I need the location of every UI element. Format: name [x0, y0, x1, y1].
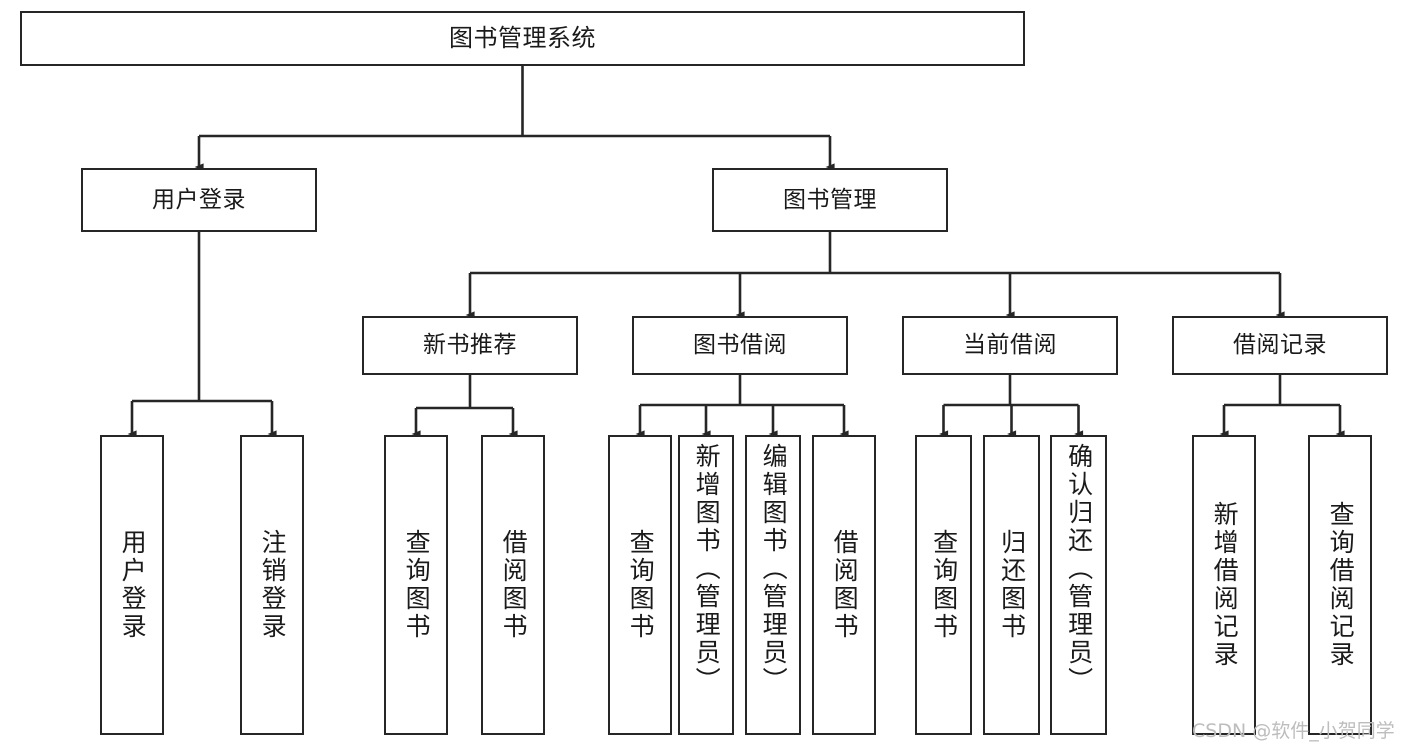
node-label: 图书管理	[783, 186, 877, 213]
node-label: 新增借阅记录	[1210, 501, 1240, 669]
node-label: 新增图书（管理员）	[692, 443, 722, 695]
node-book-manage[interactable]: 图书管理	[712, 168, 948, 232]
node-leaf-borrow-book-2[interactable]: 借阅图书	[812, 435, 876, 735]
node-new-book-rec[interactable]: 新书推荐	[362, 316, 578, 375]
node-label: 借阅图书	[499, 529, 529, 641]
node-label: 查询图书	[929, 529, 959, 641]
node-current-borrow[interactable]: 当前借阅	[902, 316, 1118, 375]
node-user-login[interactable]: 用户登录	[81, 168, 317, 232]
node-leaf-query-book-1[interactable]: 查询图书	[384, 435, 448, 735]
node-leaf-query-book-2[interactable]: 查询图书	[608, 435, 672, 735]
node-label: 归还图书	[997, 529, 1027, 641]
node-leaf-edit-book[interactable]: 编辑图书（管理员）	[745, 435, 801, 735]
node-leaf-user-login[interactable]: 用户登录	[100, 435, 164, 735]
node-label: 图书借阅	[693, 332, 787, 359]
node-label: 借阅记录	[1233, 332, 1327, 359]
node-label: 用户登录	[118, 529, 148, 641]
node-label: 当前借阅	[963, 332, 1057, 359]
node-label: 图书管理系统	[449, 23, 596, 52]
node-label: 查询图书	[402, 529, 432, 641]
node-leaf-query-record[interactable]: 查询借阅记录	[1308, 435, 1372, 735]
node-label: 查询借阅记录	[1326, 501, 1356, 669]
node-label: 借阅图书	[830, 529, 860, 641]
node-label: 编辑图书（管理员）	[759, 443, 789, 695]
node-leaf-add-record[interactable]: 新增借阅记录	[1192, 435, 1256, 735]
node-label: 确认归还（管理员）	[1064, 443, 1094, 695]
node-leaf-add-book[interactable]: 新增图书（管理员）	[678, 435, 734, 735]
node-label: 查询图书	[626, 529, 656, 641]
node-borrow-record[interactable]: 借阅记录	[1172, 316, 1388, 375]
node-leaf-confirm-return[interactable]: 确认归还（管理员）	[1050, 435, 1107, 735]
node-book-borrow[interactable]: 图书借阅	[632, 316, 848, 375]
node-leaf-return-book[interactable]: 归还图书	[983, 435, 1040, 735]
node-label: 用户登录	[152, 186, 246, 213]
node-label: 注销登录	[258, 529, 288, 641]
watermark: CSDN @软件_小贺同学	[1192, 720, 1395, 742]
node-leaf-borrow-book-1[interactable]: 借阅图书	[481, 435, 545, 735]
node-root[interactable]: 图书管理系统	[20, 11, 1025, 66]
node-label: 新书推荐	[423, 332, 517, 359]
node-leaf-user-logout[interactable]: 注销登录	[240, 435, 304, 735]
node-leaf-query-book-3[interactable]: 查询图书	[915, 435, 972, 735]
